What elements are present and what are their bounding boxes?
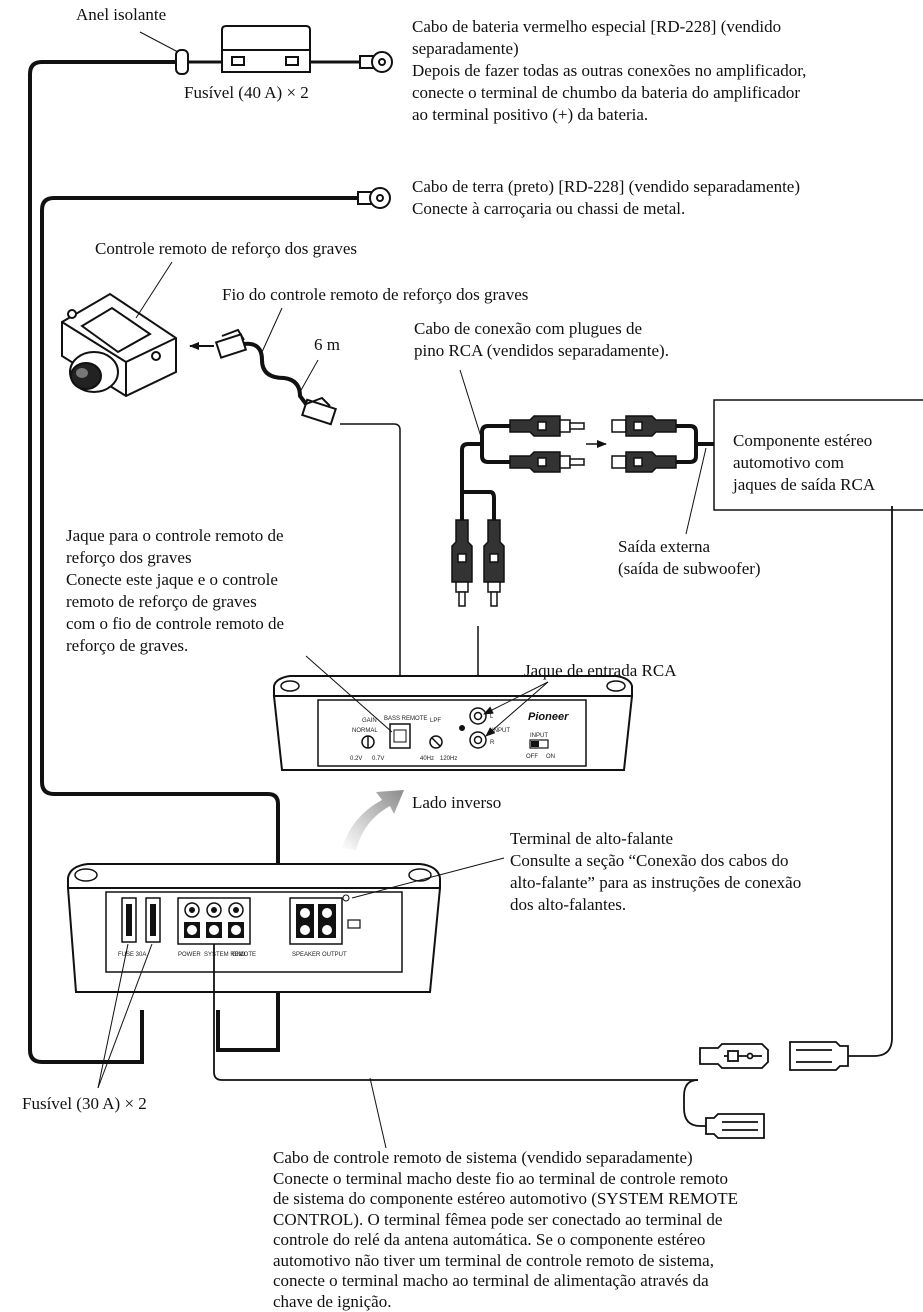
lpf-min-label: 40Hz: [420, 756, 434, 762]
car-stereo-box: [713, 399, 923, 511]
speaker-terminal-leader: [351, 857, 505, 899]
gain-min-label: 0.2V: [350, 756, 362, 762]
bass-remote-panel-label: BASS REMOTE: [384, 716, 427, 722]
bass-remote-plug-left-icon: [214, 328, 248, 359]
fuse-30-leader-left: [97, 943, 129, 1089]
rca-cable-label: Cabo de conexão com plugues de pino RCA …: [414, 319, 669, 360]
rca-cable-bundle: [460, 424, 510, 520]
amplifier-front-view: [66, 863, 442, 993]
wiring-diagram: GAIN NORMAL 0.2V 0.7V BASS REMOTE LPF 40…: [28, 25, 923, 1149]
speaker-terminal-screw-icon: [342, 894, 350, 902]
bass-remote-label: Controle remoto de reforço dos graves: [95, 239, 357, 258]
insulating-ring-leader: [139, 31, 179, 53]
bass-remote-wire-label: Fio do controle remoto de reforço dos gr…: [222, 285, 529, 304]
reverse-side-label: Lado inverso: [412, 793, 502, 812]
bass-remote-jack-icon: [389, 723, 411, 749]
bass-remote-plug-right-icon: [301, 396, 337, 426]
lpf-label: LPF: [430, 718, 441, 724]
channel-r-label: R: [490, 740, 495, 746]
system-remote-label: Cabo de controle remoto de sistema (vend…: [273, 1148, 739, 1311]
rca-cable-leader: [459, 369, 483, 441]
switch-off-label: OFF: [526, 754, 538, 760]
rca-plug-vertical-left-icon: [451, 519, 473, 607]
bass-remote-leader: [135, 261, 173, 319]
stereo-remote-cable: [846, 506, 893, 1057]
battery-ring-terminal-icon: [359, 51, 393, 73]
screw-icon: [459, 725, 465, 731]
fuse-label: FUSE 30A: [118, 952, 146, 958]
male-terminal-icon: [699, 1043, 769, 1069]
rca-plug-lower-right-icon: [611, 451, 677, 473]
speaker-output-label: SPEAKER OUTPUT: [292, 952, 347, 958]
system-remote-branch: [683, 1079, 706, 1127]
status-led-icon: [347, 919, 361, 929]
bass-wire-leader: [261, 307, 283, 353]
rca-plug-upper-right-icon: [611, 415, 677, 437]
lpf-knob-icon: [429, 735, 443, 749]
bass-remote-control-icon: [61, 292, 177, 398]
rca-jack-leader-r: [485, 681, 549, 737]
rca-input-jack-r-icon: [469, 731, 487, 749]
power-terminal-block-icon: [177, 897, 251, 945]
ground-cable-label: Cabo de terra (preto) [RD-228] (vendido …: [412, 177, 801, 218]
six-m-leader: [299, 359, 319, 393]
lpf-max-label: 120Hz: [440, 756, 457, 762]
battery-cable-label: Cabo de bateria vermelho especial [RD-22…: [412, 17, 807, 124]
battery-cable: [28, 60, 178, 1064]
bass-jack-label: Jaque para o controle remoto de reforço …: [66, 526, 285, 655]
reverse-side-arrow-icon: [342, 790, 404, 850]
input-switch-icon: [529, 739, 549, 749]
six-m-label: 6 m: [314, 335, 340, 354]
power-terminal-label: POWER: [178, 952, 201, 958]
fuse-30a-right-icon: [145, 897, 161, 943]
ground-ring-terminal-icon: [357, 187, 391, 209]
gain-label: GAIN: [362, 718, 377, 724]
speaker-terminal-block-icon: [289, 897, 343, 945]
fuse-30a-label: Fusível (30 A) × 2: [22, 1094, 147, 1113]
gain-knob-icon: [361, 735, 375, 749]
switch-on-label: ON: [546, 754, 555, 760]
system-remote-leader: [369, 1077, 387, 1149]
rca-plug-vertical-right-icon: [483, 519, 505, 607]
rca-plug-upper-left-icon: [509, 415, 585, 437]
bass-remote-wire: [243, 341, 308, 406]
channel-l-label: L: [490, 714, 494, 720]
ground-cable: [40, 196, 360, 1052]
system-remote-terminal-label: SYSTEM REMOTE: [204, 952, 256, 958]
female-terminal-icon: [789, 1041, 849, 1071]
fuse-holder-40a-icon: [221, 25, 311, 73]
input-label: INPUT: [492, 728, 510, 734]
bass-remote-signal-line: [340, 423, 404, 703]
rca-input-jack-label: Jaque de entrada RCA: [524, 661, 677, 680]
gain-max-label: 0.7V: [372, 756, 384, 762]
insulating-ring-icon: [175, 49, 189, 75]
rca-cable-to-stereo: [676, 424, 716, 464]
rca-jack-leader-l: [483, 681, 549, 715]
insulating-ring-label: Anel isolante: [76, 5, 167, 24]
rca-input-jack-l-icon: [469, 707, 487, 725]
pioneer-logo: Pioneer: [528, 711, 569, 723]
external-output-label: Saída externa (saída de subwoofer): [618, 537, 761, 578]
external-output-leader: [685, 447, 707, 535]
ground-terminal-label: GND: [232, 952, 246, 958]
fuse-30a-left-icon: [121, 897, 137, 943]
fuse-30-leader-right: [97, 943, 153, 1089]
amplifier-back-view: [272, 675, 634, 771]
female-terminal-branch-icon: [705, 1113, 765, 1139]
rca-plug-lower-left-icon: [509, 451, 585, 473]
bass-jack-leader: [305, 655, 393, 733]
car-stereo-label: Componente estéreo automotivo com jaques…: [733, 431, 876, 494]
fuse-40a-label: Fusível (40 A) × 2: [184, 83, 309, 102]
input-switch-label: INPUT: [530, 733, 548, 739]
gain-normal-label: NORMAL: [352, 728, 378, 734]
system-remote-cable: [213, 944, 698, 1081]
speaker-terminal-label: Terminal de alto-falante Consulte a seçã…: [510, 829, 802, 914]
